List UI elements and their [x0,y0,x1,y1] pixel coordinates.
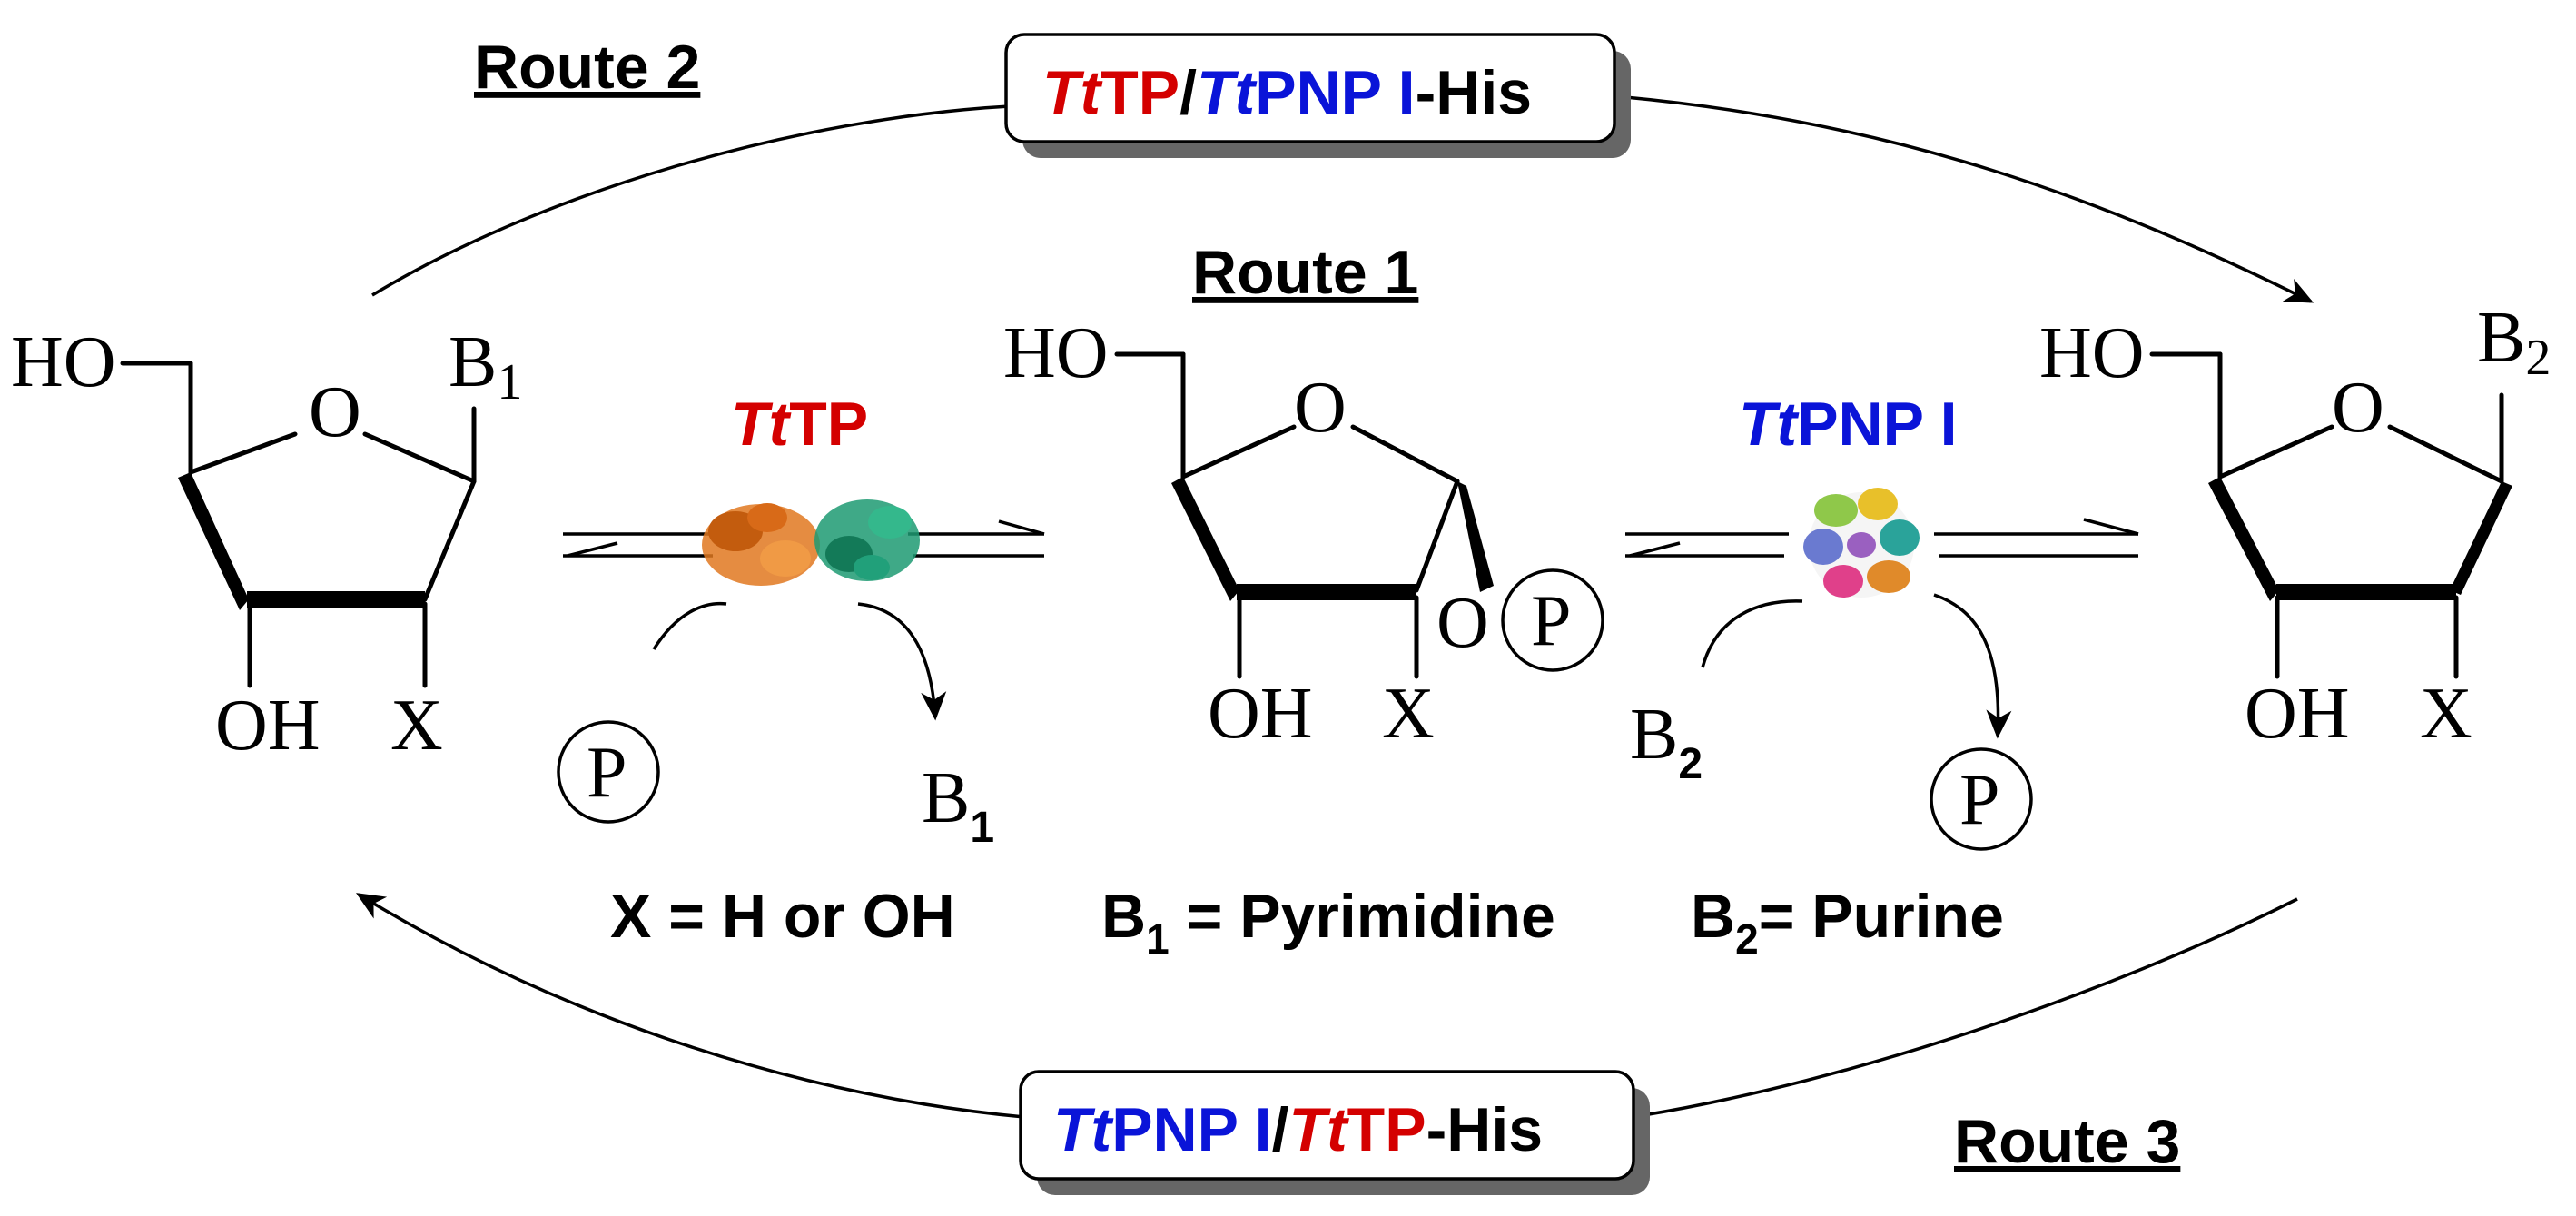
middle-x: X [1382,674,1435,754]
left-base-out: B1 [922,758,994,852]
left-phosphate-in-circle [557,720,660,824]
tp-protein-icon [702,499,920,586]
middle-sugar-phosphate: HO O O P OH X [1003,313,1604,754]
legend: X = H or OH B1 = Pyrimidine B2= Purine [610,882,2004,963]
bottom-box-his: -His [1426,1095,1543,1164]
left-nucleoside: HO O B1 OH X [11,322,522,766]
left-b: B1 [449,322,522,410]
bottom-box-pnp: PNP I [1111,1095,1271,1164]
top-enzyme-box: TtTP/TtPNP I-His [1004,33,1622,149]
right-ho: HO [2039,313,2145,393]
right-oh: OH [2245,674,2350,754]
middle-phosphate: P [1531,581,1572,661]
right-ring-o: O [2332,368,2384,448]
bottom-enzyme-box: TtPNP I/TtTP-His [1019,1070,1641,1186]
top-box-his: -His [1416,58,1532,127]
bottom-box-tt2: Tt [1288,1095,1349,1164]
middle-phosphate-circle [1501,568,1604,672]
left-enzyme-label: TtTP [731,390,868,459]
left-oh: OH [215,686,321,766]
right-enzyme-label: TtPNP I [1739,390,1958,459]
right-equilibrium: TtPNP I B2 P [1625,390,2139,851]
middle-o-link: O [1436,583,1489,663]
left-ring-o: O [309,372,361,452]
middle-oh: OH [1208,674,1313,754]
left-phosphate-in: P [587,733,627,813]
top-box-slash: / [1179,58,1197,127]
top-box-tt1: Tt [1042,58,1103,127]
right-phosphate-out-circle [1930,747,2033,851]
middle-ring-o: O [1294,368,1347,448]
left-ho: HO [11,322,116,402]
left-equilibrium: TtTP P B1 [557,390,1045,852]
pnp-protein-icon [1803,488,1920,598]
svg-text:TtPNP I/TtTP-His: TtPNP I/TtTP-His [1053,1095,1543,1164]
top-box-tp: TP [1100,58,1179,127]
right-base-in: B2 [1630,695,1703,788]
bottom-box-tt1: Tt [1053,1095,1114,1164]
route1-title: Route 1 [1192,238,1418,307]
middle-ho: HO [1003,313,1109,393]
route3-arc [1643,897,2298,1117]
right-phosphate-out: P [1959,760,2000,840]
right-x: X [2420,674,2472,754]
svg-text:TtTP/TtPNP I-His: TtTP/TtPNP I-His [1042,58,1532,127]
bottom-box-slash: / [1272,1095,1289,1164]
legend-b2: B2= Purine [1691,882,2004,963]
top-box-tt2: Tt [1197,58,1258,127]
route2-title: Route 2 [474,33,700,102]
top-box-pnp: PNP I [1255,58,1415,127]
route2-arc-right [1624,95,2314,303]
right-nucleoside: HO O B2 OH X [2039,298,2551,754]
right-b: B2 [2477,298,2551,386]
legend-b1: B1 = Pyrimidine [1101,882,1555,963]
route2-arc [371,104,1011,297]
bottom-box-tp: TP [1347,1095,1426,1164]
route3-arc-left [356,893,1025,1119]
route3-title: Route 3 [1954,1107,2180,1176]
legend-x: X = H or OH [610,882,955,951]
left-x: X [390,686,443,766]
